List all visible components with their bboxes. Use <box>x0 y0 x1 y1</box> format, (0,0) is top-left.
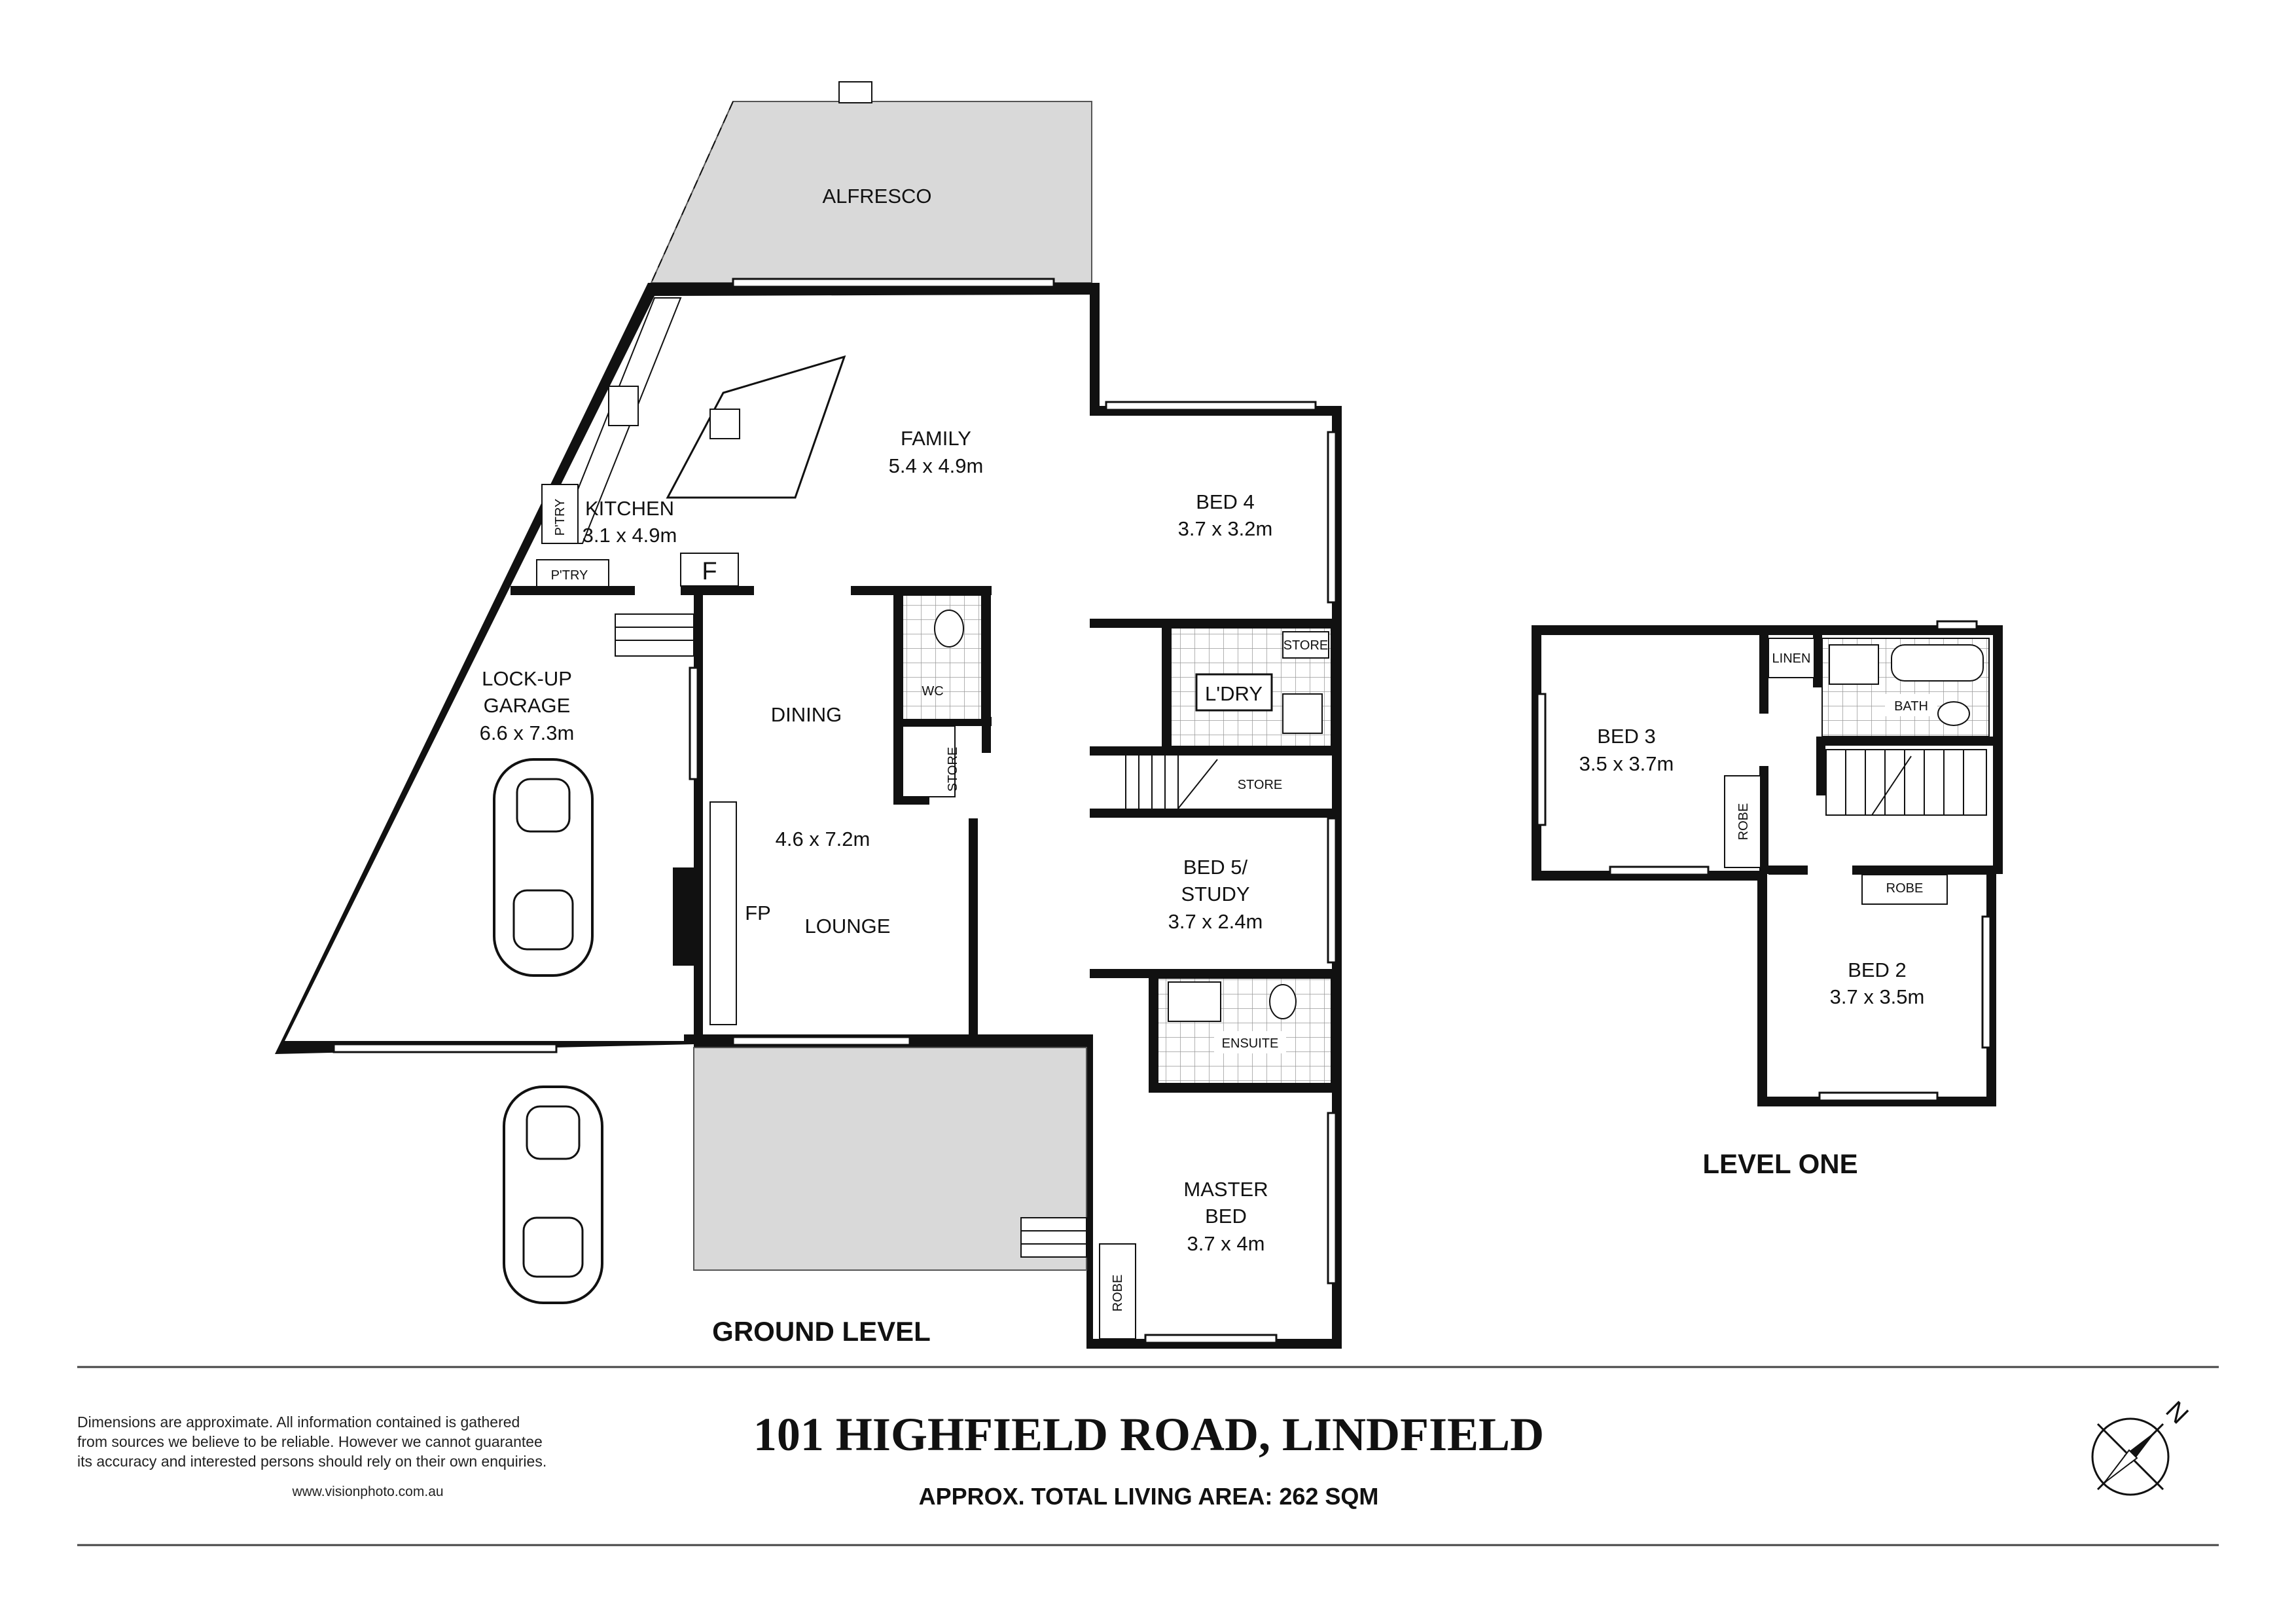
total-living-area: APPROX. TOTAL LIVING AREA: 262 SQM <box>919 1483 1379 1510</box>
level-one-title: LEVEL ONE <box>1702 1148 1857 1179</box>
bed2-dim: 3.7 x 3.5m <box>1830 985 1925 1008</box>
lounge-label: LOUNGE <box>805 915 891 938</box>
property-address: 101 HIGHFIELD ROAD, LINDFIELD <box>753 1408 1544 1461</box>
level-one-outer-wall <box>1532 625 2003 1106</box>
linen-label: LINEN <box>1772 651 1811 666</box>
robe-label-3: ROBE <box>1886 881 1924 896</box>
disclaimer-line-1: Dimensions are approximate. All informat… <box>77 1413 520 1431</box>
store-label-1: STORE <box>946 747 960 792</box>
ground-level-title: GROUND LEVEL <box>712 1316 931 1347</box>
car-garage <box>493 758 594 977</box>
ensuite-label: ENSUITE <box>1222 1036 1279 1051</box>
dining-dim: 4.6 x 7.2m <box>776 828 870 850</box>
fridge-label: F <box>702 558 717 585</box>
bed5-dim: 3.7 x 2.4m <box>1168 910 1263 933</box>
kitchen-sink <box>709 409 740 439</box>
laundry-tub <box>1282 693 1323 734</box>
fireplace-label: FP <box>745 902 771 924</box>
bath-toilet <box>1937 701 1970 726</box>
store-cupboard <box>902 725 956 797</box>
garage-label-2: GARAGE <box>484 694 571 717</box>
bed3-label: BED 3 <box>1597 725 1656 748</box>
pantry-label: P'TRY <box>551 568 588 583</box>
bed5-label-1: BED 5/ <box>1183 856 1248 879</box>
bath-shower <box>1829 644 1879 685</box>
family-dim: 5.4 x 4.9m <box>889 454 984 477</box>
bath-label: BATH <box>1894 699 1928 714</box>
north-label: N <box>2160 1396 2194 1430</box>
laundry-store <box>1282 631 1329 659</box>
bed3-dim: 3.5 x 3.7m <box>1579 752 1674 775</box>
level-one-plan: LINEN BATH BED 3 3.5 x 3.7m ROBE ROBE BE… <box>1532 620 2003 1179</box>
pantry-cupboard <box>541 484 579 544</box>
master-robe <box>1099 1243 1136 1340</box>
alfresco-label: ALFRESCO <box>822 185 931 208</box>
kitchen-label: KITCHEN <box>585 497 674 520</box>
bed3-robe <box>1724 775 1761 868</box>
fireplace <box>673 867 695 966</box>
ground-stairs <box>1125 756 1218 809</box>
car-driveway <box>503 1085 603 1304</box>
alfresco-step <box>838 81 872 103</box>
kitchen-island <box>666 355 846 499</box>
garage-dim: 6.6 x 7.3m <box>480 721 575 744</box>
master-label-1: MASTER <box>1183 1178 1268 1201</box>
disclaimer-line-3: its accuracy and interested persons shou… <box>77 1453 547 1470</box>
bed2-robe <box>1861 874 1948 905</box>
hearth <box>709 801 737 1025</box>
wc-toilet <box>934 610 964 647</box>
kitchen-dim: 3.1 x 4.9m <box>583 524 677 547</box>
bed2-label: BED 2 <box>1848 958 1907 981</box>
footer: Dimensions are approximate. All informat… <box>77 1366 2219 1546</box>
store-label-2: STORE <box>1283 638 1329 653</box>
robe-label-1: ROBE <box>1111 1275 1125 1312</box>
dining-label: DINING <box>771 703 842 726</box>
ensuite-shower <box>1168 981 1221 1022</box>
disclaimer-line-2: from sources we believe to be reliable. … <box>77 1433 543 1450</box>
garage-label-1: LOCK-UP <box>482 667 572 690</box>
laundry-label-box <box>1195 673 1273 712</box>
garage-steps <box>615 613 694 657</box>
bed4-label: BED 4 <box>1196 490 1255 513</box>
pantry-label-vertical: P'TRY <box>553 499 567 536</box>
master-dim: 3.7 x 4m <box>1187 1232 1265 1255</box>
ensuite-toilet <box>1269 984 1297 1019</box>
store-label-3: STORE <box>1238 778 1283 792</box>
bathtub <box>1891 644 1984 682</box>
north-compass-icon: N <box>2091 1396 2194 1496</box>
laundry-label: L'DRY <box>1205 682 1263 705</box>
bath-label-box <box>1885 694 1937 716</box>
ensuite-label-box <box>1214 1031 1286 1053</box>
wc-label: WC <box>922 684 943 699</box>
linen-cupboard <box>1768 638 1815 678</box>
robe-label-2: ROBE <box>1736 803 1751 841</box>
website-link[interactable]: www.visionphoto.com.au <box>291 1484 443 1499</box>
cooktop <box>608 386 639 426</box>
level-one-stairs <box>1825 749 1987 816</box>
ground-level-plan: ALFRESCO FAMILY 5.4 x 4.9m KITCHEN 3.1 x… <box>275 81 1342 1349</box>
family-label: FAMILY <box>901 427 971 450</box>
master-label-2: BED <box>1205 1205 1247 1228</box>
bed5-label-2: STUDY <box>1181 883 1249 905</box>
porch-steps <box>1020 1217 1087 1258</box>
bed4-dim: 3.7 x 3.2m <box>1178 517 1273 540</box>
